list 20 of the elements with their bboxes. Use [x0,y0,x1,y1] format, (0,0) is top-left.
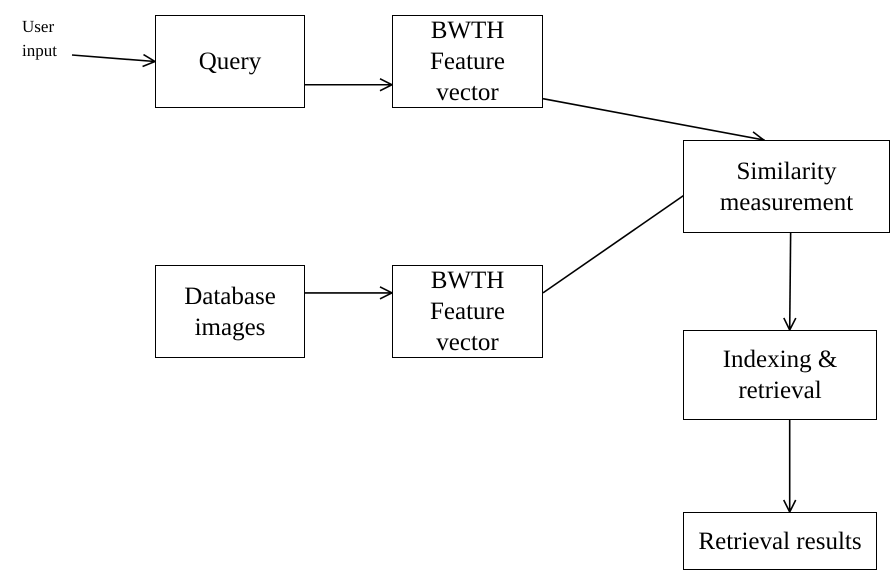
input-label: User input [22,14,72,64]
arrow [783,233,797,331]
box-text: BWTH Feature vector [429,266,506,358]
process-box [683,140,890,233]
process-box [683,512,877,570]
process-box [392,15,543,108]
arrow [782,420,796,513]
box-text: BWTH Feature vector [429,16,506,108]
box-text: Retrieval results [698,526,862,556]
arrow [305,78,393,92]
box-text: Indexing & retrieval [722,345,838,406]
box-text: Similarity measurement [718,156,854,218]
process-box [683,330,877,420]
process-box [392,265,543,358]
box-text: Database images [183,282,277,342]
process-box [155,15,305,108]
arrow [72,54,156,68]
process-box [155,265,305,358]
box-text: Query [198,47,262,77]
arrow [305,286,393,300]
